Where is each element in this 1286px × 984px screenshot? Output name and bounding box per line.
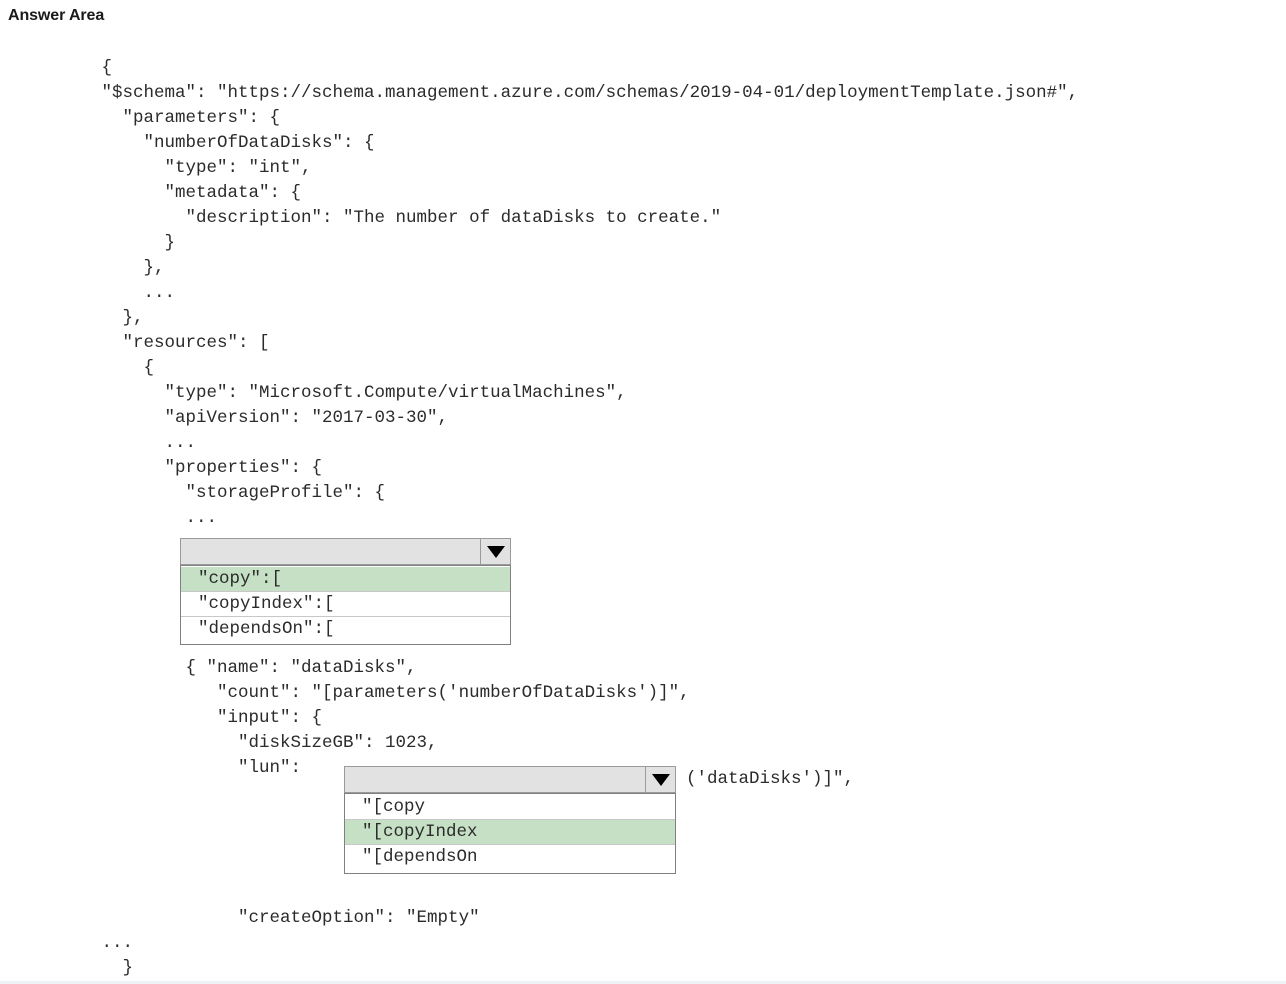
code-line: { [70,358,155,378]
code-line: }, [70,258,165,278]
chevron-down-icon [486,545,505,558]
code-line: "lun": [70,758,312,778]
lun-dropdown-option[interactable]: "[copy [345,795,675,820]
code-line: "input": { [70,708,323,728]
code-line: "count": "[parameters('numberOfDataDisks… [70,683,690,703]
page-title: Answer Area [8,7,105,24]
copy-dropdown-option[interactable]: "copy":[ [181,567,510,592]
lun-dropdown-closed-box[interactable] [344,766,676,793]
code-line: "parameters": { [70,108,281,128]
code-line: { "name": "dataDisks", [70,658,417,678]
copy-dropdown-option[interactable]: "dependsOn":[ [181,617,510,642]
code-line: ... [70,933,134,953]
code-line: ... [70,283,176,303]
bottom-divider [0,981,1286,984]
lun-dropdown-value [345,767,645,792]
copy-dropdown-value [181,539,480,564]
lun-dropdown-option[interactable]: "[dependsOn [345,845,675,870]
json-template-code-block: { "$schema": "https://schema.management.… [0,56,1286,981]
code-line: "properties": { [70,458,323,478]
code-line: "apiVersion": "2017-03-30", [70,408,449,428]
code-line: "$schema": "https://schema.management.az… [70,83,1079,103]
code-line: "storageProfile": { [70,483,386,503]
dropdown-two-slot [0,881,1286,906]
lun-dropdown-option[interactable]: "[copyIndex [345,820,675,845]
code-line: "resources": [ [70,333,270,353]
code-line: } [70,233,176,253]
code-line: "numberOfDataDisks": { [70,133,375,153]
lun-dropdown[interactable]: "[copy "[copyIndex "[dependsOn [344,766,676,874]
copy-dropdown-option[interactable]: "copyIndex":[ [181,592,510,617]
code-line: { [70,58,113,78]
lun-dropdown-toggle-button[interactable] [645,767,675,792]
code-line: }, [70,308,144,328]
code-line: "createOption": "Empty" [70,908,480,928]
copy-dropdown-option-list[interactable]: "copy":[ "copyIndex":[ "dependsOn":[ [180,565,511,645]
code-line: "metadata": { [70,183,302,203]
lun-line-suffix: ('dataDisks')]", [686,769,855,789]
copy-dropdown-toggle-button[interactable] [480,539,510,564]
copy-dropdown-closed-box[interactable] [180,538,511,565]
lun-dropdown-option-list[interactable]: "[copy "[copyIndex "[dependsOn [344,793,676,874]
code-line: "type": "Microsoft.Compute/virtualMachin… [70,383,627,403]
copy-dropdown[interactable]: "copy":[ "copyIndex":[ "dependsOn":[ [180,538,511,645]
chevron-down-icon [651,773,670,786]
code-line: ... [70,508,218,528]
code-line: ... [70,433,197,453]
code-line: } [70,958,134,978]
code-line: "description": "The number of dataDisks … [70,208,722,228]
code-line: "type": "int", [70,158,312,178]
code-line: "diskSizeGB": 1023, [70,733,438,753]
